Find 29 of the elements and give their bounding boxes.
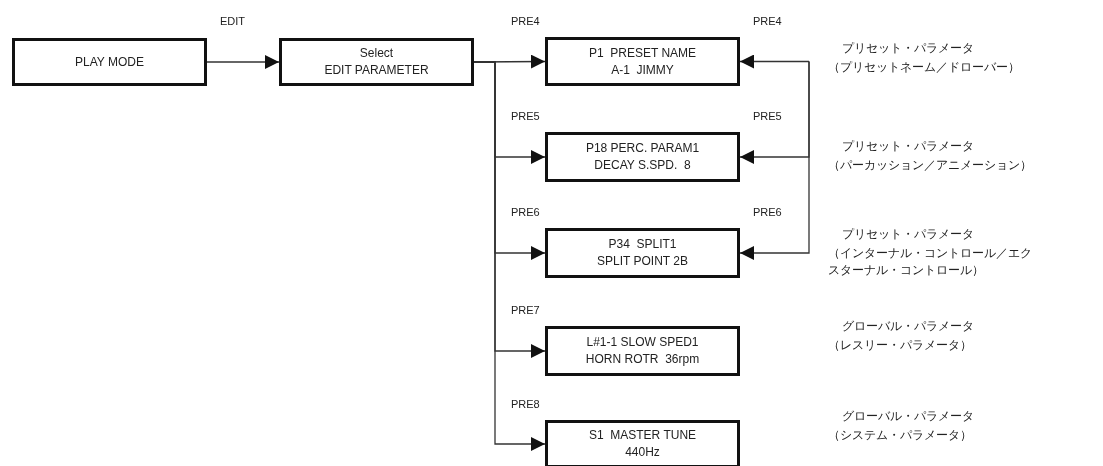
arrow — [739, 54, 810, 69]
edge-label: PRE4 — [752, 15, 783, 27]
note-text: プリセット・パラメータ — [842, 40, 975, 57]
edge-label: PRE5 — [510, 110, 541, 122]
note-text: プリセット・パラメータ — [842, 138, 975, 155]
edge-label: PRE6 — [752, 206, 783, 218]
display-box: PLAY MODE — [12, 38, 207, 86]
note-text: プリセット・パラメータ — [842, 226, 975, 243]
edge-label: EDIT — [219, 15, 247, 27]
note-text: （パーカッション／アニメーション） — [828, 157, 1033, 174]
note-text: （インターナル・コントロール／エクスターナル・コントロール） — [828, 245, 1033, 279]
edge-label: PRE6 — [510, 206, 541, 218]
note-text: グローバル・パラメータ — [842, 318, 975, 335]
edge-label: PRE7 — [510, 304, 541, 316]
note-text: グローバル・パラメータ — [842, 408, 975, 425]
note-text: （レスリー・パラメータ） — [828, 337, 973, 354]
display-box: L#1-1 SLOW SPED1 HORN ROTR 36rpm — [545, 326, 740, 376]
note-text: （プリセットネーム／ドローバー） — [828, 59, 1021, 76]
edge-label: PRE4 — [510, 15, 541, 27]
edge-label: PRE8 — [510, 398, 541, 410]
display-box: P1 PRESET NAME A-1 JIMMY — [545, 37, 740, 86]
display-box: S1 MASTER TUNE 440Hz — [545, 420, 740, 466]
arrow — [206, 55, 280, 69]
arrow — [739, 60, 810, 260]
display-box: P18 PERC. PARAM1 DECAY S.SPD. 8 — [545, 132, 740, 182]
note-text: （システム・パラメータ） — [828, 427, 973, 444]
edge-label: PRE5 — [752, 110, 783, 122]
display-box: Select EDIT PARAMETER — [279, 38, 474, 86]
display-box: P34 SPLIT1 SPLIT POINT 2B — [545, 228, 740, 278]
